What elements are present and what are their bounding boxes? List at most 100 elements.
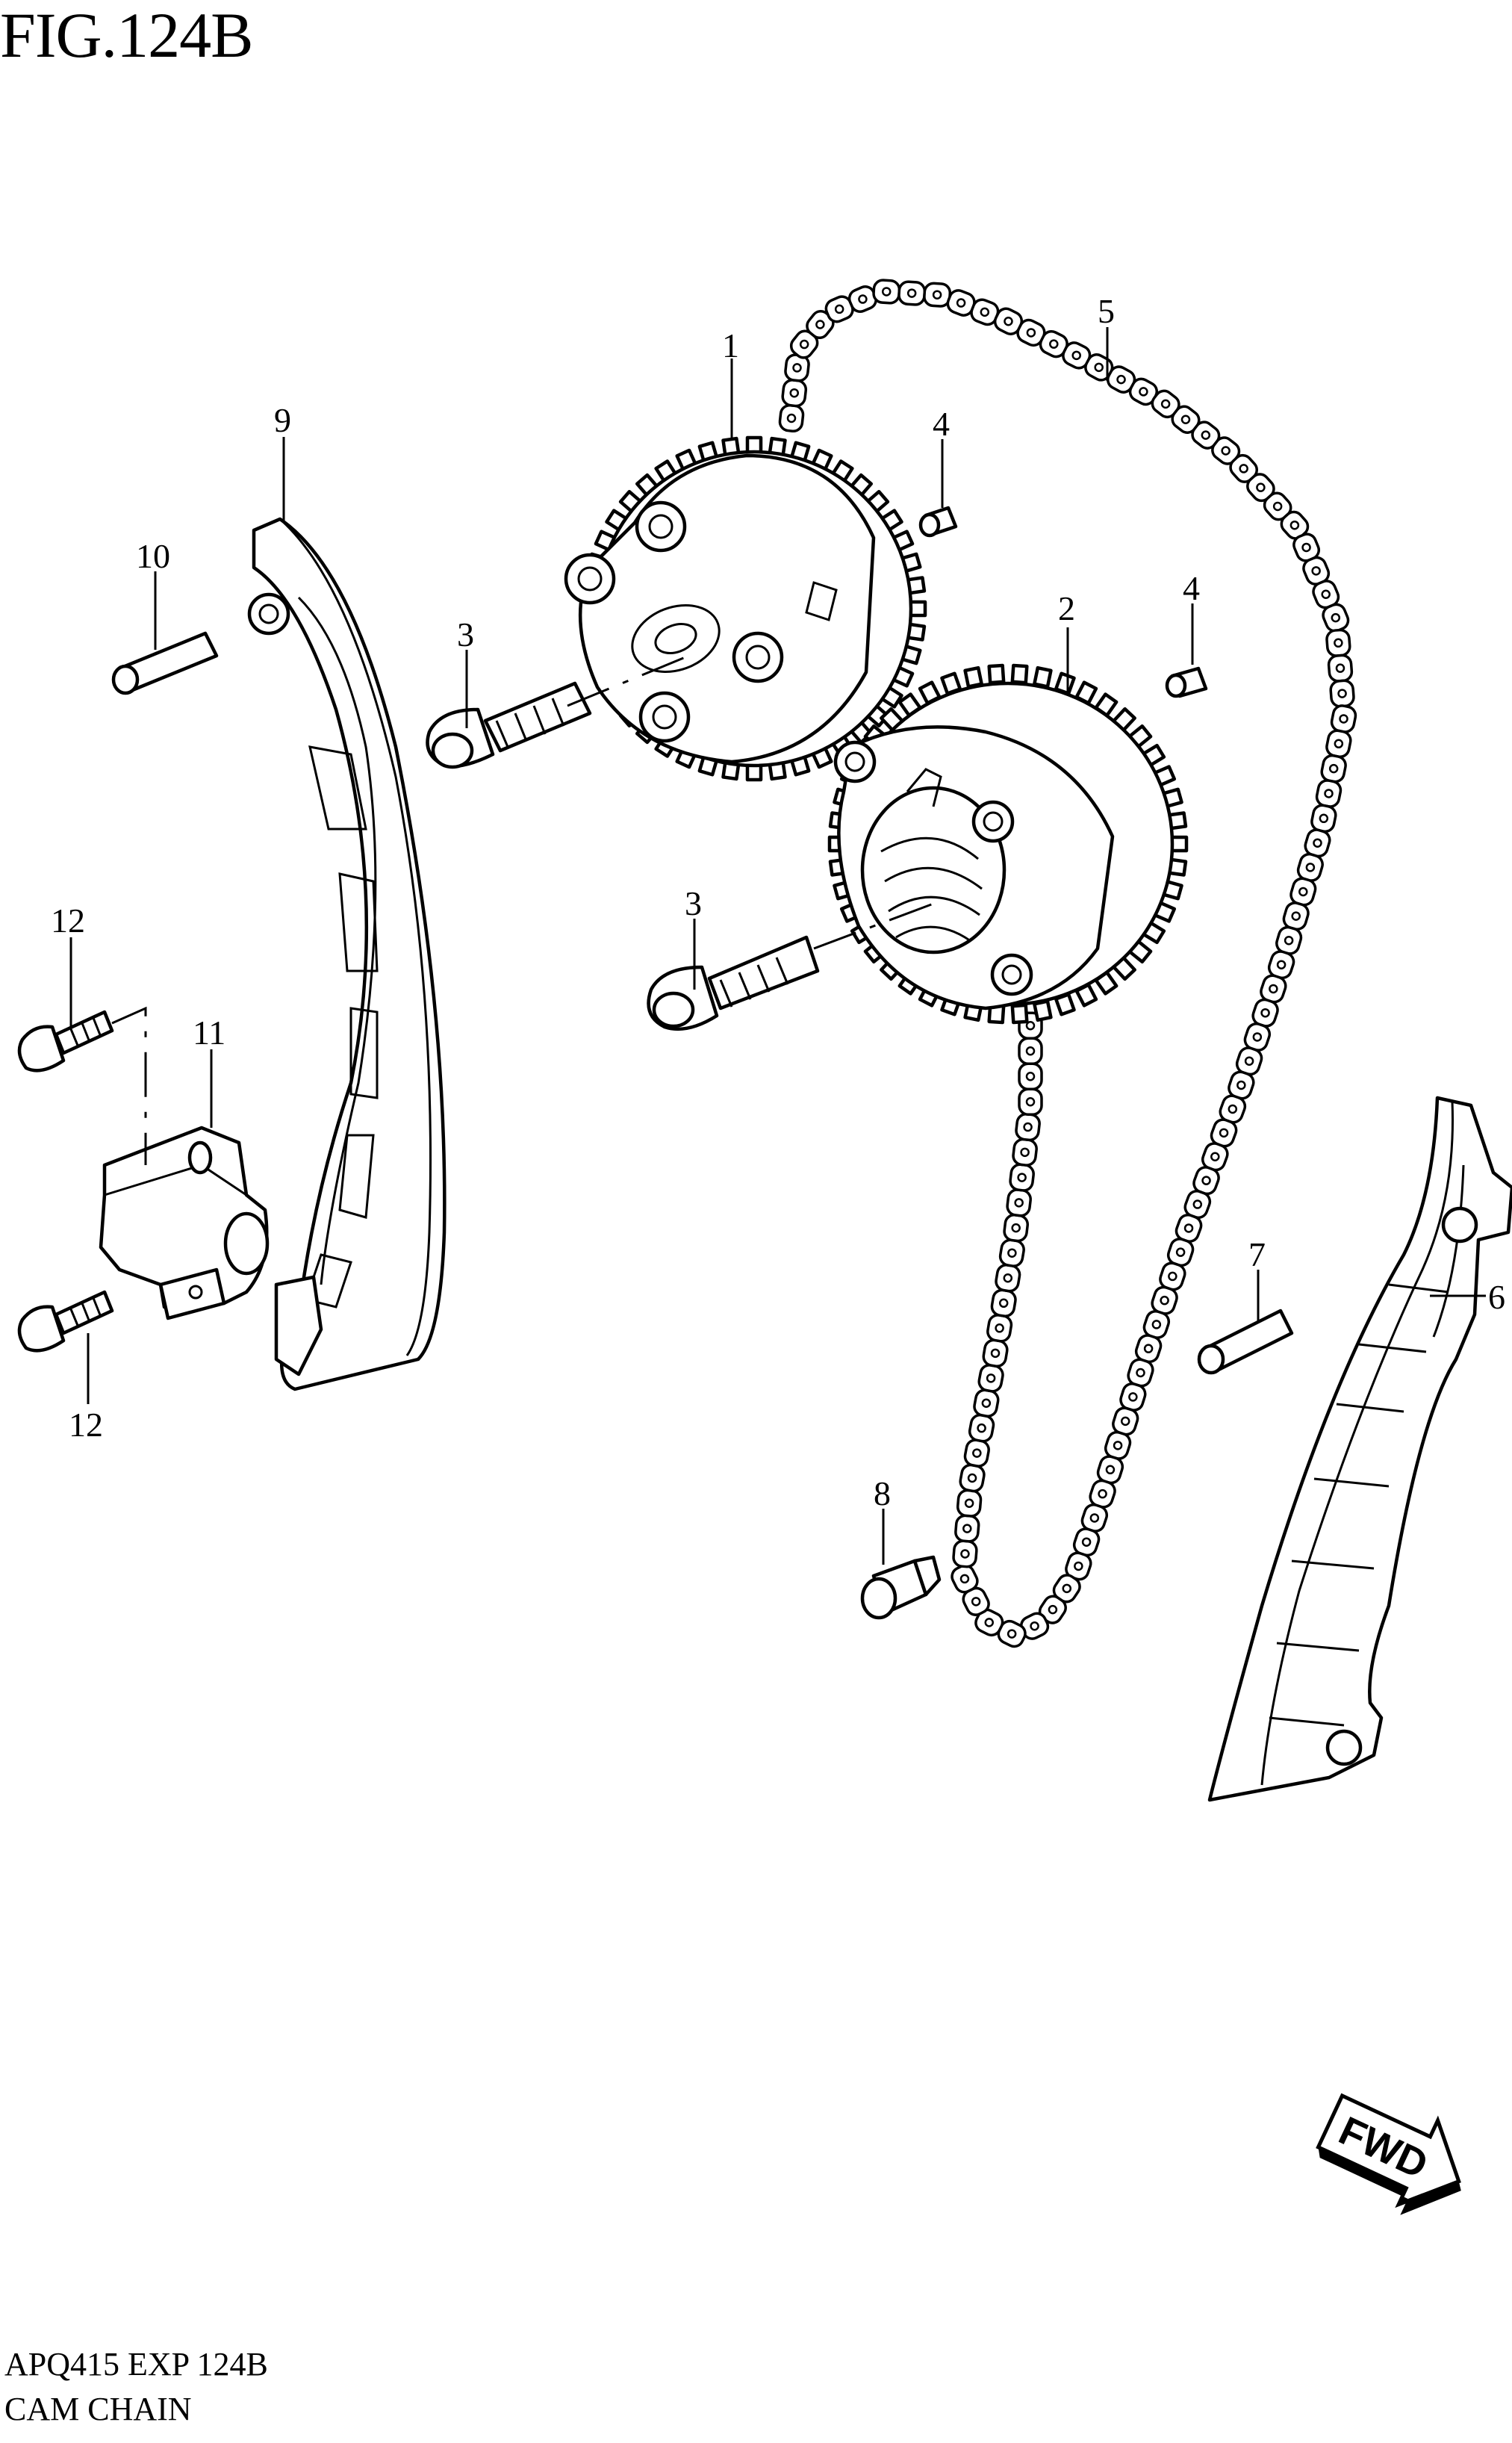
chain-link-pin: [1048, 1604, 1058, 1615]
chain-link-pin: [1324, 789, 1334, 798]
chain-link-pin: [1335, 663, 1345, 673]
chain-link-pin: [1337, 689, 1347, 698]
chain-link-pin: [906, 288, 917, 298]
chain-link-pin: [971, 1597, 981, 1607]
chain-link-pin: [1139, 387, 1148, 397]
chain-link-pin: [1221, 446, 1231, 456]
sprocket-bolt-upper: [426, 681, 592, 769]
chain-link-pin: [932, 290, 942, 299]
chain-link-pin: [1175, 1247, 1186, 1257]
chain-link-pin: [1003, 1273, 1013, 1283]
chain-link-pin: [981, 1398, 992, 1408]
cam-sprocket-2: [827, 663, 1189, 1025]
callout-6: 6: [1488, 1278, 1505, 1316]
chain-link-pin: [1007, 1629, 1017, 1639]
tensioner-bolt-upper: [17, 1010, 114, 1073]
chain-link-pin: [1334, 638, 1343, 648]
chain-link-pin: [1025, 1072, 1036, 1081]
callout-4a: 4: [933, 405, 950, 443]
callout-3a: 3: [457, 615, 474, 654]
chain-link-pin: [1298, 887, 1308, 897]
leader-lines: [69, 327, 1486, 1565]
sprocket-tooth: [1010, 663, 1029, 685]
figure-name: CAM CHAIN: [4, 2391, 192, 2427]
chain-link-pin: [1136, 1368, 1145, 1378]
chain-link-pin: [1094, 362, 1104, 373]
sprocket-bolt-lower: [647, 935, 820, 1031]
chain-link-pin: [1014, 1198, 1024, 1208]
callout-5: 5: [1098, 292, 1115, 330]
chain-link-pin: [799, 339, 809, 350]
chain-link-pin: [1020, 1147, 1030, 1158]
callout-3b: 3: [685, 884, 702, 922]
chain-link-pin: [1011, 1223, 1021, 1233]
chain-link-pin: [1105, 1465, 1116, 1475]
chain-link-pin: [972, 1448, 982, 1458]
chain-link-pin: [995, 1323, 1004, 1333]
chain-link-pin: [1219, 1128, 1229, 1138]
chain-link-pin: [984, 1618, 994, 1627]
dowel-pin-upper: [918, 506, 958, 538]
callout-8: 8: [874, 1474, 891, 1512]
chain-link-pin: [980, 307, 990, 317]
chain-link-pin: [815, 320, 825, 329]
chain-link-pin: [1319, 813, 1329, 824]
chain-link-pin: [1289, 520, 1300, 530]
chain-link-pin: [1089, 1513, 1100, 1523]
chain-guide-left: [247, 517, 447, 1391]
sprocket-tooth: [1033, 665, 1053, 689]
guide-bolt-8: [860, 1555, 942, 1620]
chain-link-pin: [1331, 612, 1341, 623]
callout-2: 2: [1058, 589, 1075, 627]
chain-link-pin: [1183, 1223, 1194, 1233]
chain-tensioner: [99, 1126, 270, 1320]
guide-pin-10: [111, 631, 219, 695]
alignment-lines: [111, 652, 934, 1165]
chain-link-pin: [1239, 464, 1248, 474]
chain-link-pin: [1062, 1583, 1072, 1594]
chain-link-pin: [998, 1298, 1009, 1309]
forward-arrow-icon: FWD: [1316, 2093, 1461, 2215]
chain-link-pin: [834, 304, 844, 314]
chain-link-pin: [858, 294, 868, 304]
dowel-pin-right: [1165, 666, 1208, 698]
chain-link-pin: [1168, 1271, 1177, 1282]
chain-link-pin: [1305, 863, 1316, 872]
chain-link-pin: [1311, 566, 1321, 576]
chain-link-pin: [1276, 960, 1287, 969]
chain-link-pin: [986, 1373, 996, 1383]
chain-link-pin: [990, 1348, 1001, 1359]
chain-link-pin: [1081, 1537, 1092, 1547]
chain-link-pin: [1269, 984, 1278, 994]
chain-link-pin: [1272, 501, 1283, 512]
chain-link-pin: [977, 1423, 986, 1433]
chain-link-pin: [1252, 1032, 1263, 1042]
chain-link-pin: [956, 298, 966, 308]
figure-title: FIG.124B: [0, 0, 253, 71]
chain-link-pin: [1098, 1489, 1107, 1499]
figure-code: APQ415 EXP 124B: [4, 2346, 268, 2383]
tensioner-bolt-lower: [17, 1290, 114, 1353]
callout-9: 9: [274, 401, 291, 439]
chain-link-pin: [1025, 1097, 1036, 1107]
chain-link-pin: [1339, 714, 1348, 724]
chain-link-pin: [1334, 739, 1344, 749]
chain-link-pin: [789, 388, 800, 398]
chain-link-pin: [1074, 1561, 1083, 1571]
chain-link-pin: [1328, 763, 1339, 774]
callout-4b: 4: [1183, 569, 1200, 607]
chain-link-pin: [1244, 1056, 1254, 1066]
chain-link-pin: [1201, 430, 1211, 440]
cam-chain: [778, 279, 1357, 1648]
chain-link-pin: [967, 1473, 977, 1483]
chain-link-pin: [1313, 838, 1322, 848]
sprocket-tooth: [1033, 999, 1053, 1022]
chain-link-pin: [1160, 1295, 1169, 1306]
chain-link-pin: [1160, 399, 1171, 409]
chain-link-pin: [1025, 1021, 1036, 1031]
chain-link-pin: [1284, 935, 1294, 946]
chain-link-pin: [1007, 1248, 1017, 1258]
chain-link-pin: [881, 287, 892, 297]
guide-pin-7: [1197, 1309, 1294, 1375]
